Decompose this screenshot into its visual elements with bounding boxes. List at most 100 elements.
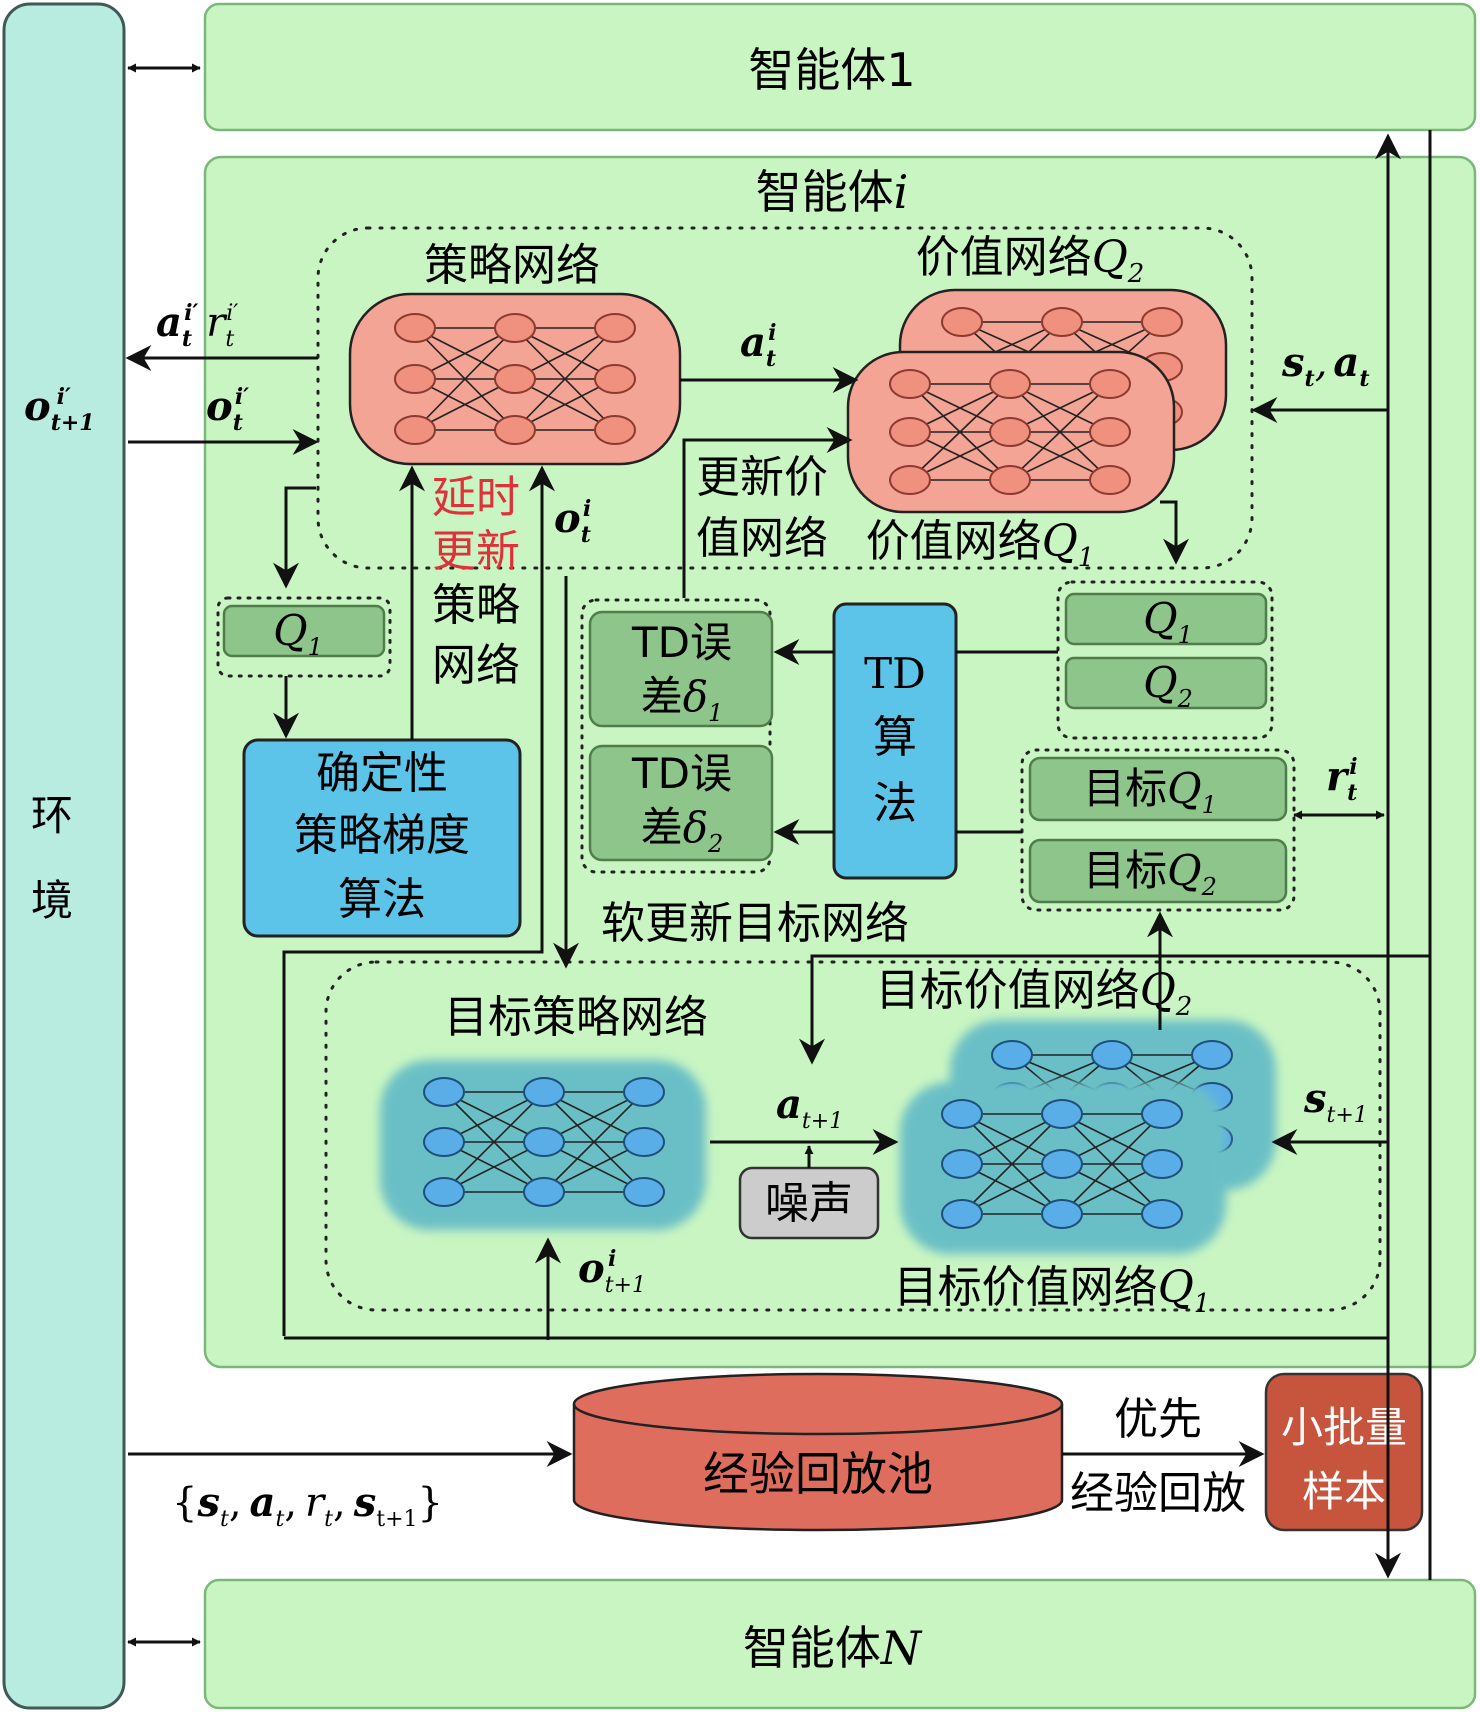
td-algorithm-line3: 法 [873, 778, 917, 829]
target-value-q1-graph [941, 1099, 1183, 1229]
value-network-q1-label: 价值网络Q1 [866, 516, 1095, 573]
q-pair-dotted-group [1056, 580, 1274, 740]
nn-node [941, 307, 983, 337]
nn-node [989, 465, 1031, 495]
nn-node [1041, 1199, 1083, 1229]
delayed-update-text-1: 延时 [432, 472, 520, 523]
q1-box-label: Q1 [273, 606, 323, 661]
dpg-algorithm-line1: 确定性 [316, 748, 448, 799]
nn-edge [1061, 1113, 1163, 1215]
nn-node [991, 1040, 1033, 1070]
nn-node [394, 415, 436, 445]
nn-node [594, 313, 636, 343]
env-next-observation-symbol: ot+1i′ [24, 383, 95, 436]
replay-pool-top [572, 1372, 1064, 1436]
nn-node [423, 1077, 465, 1107]
nn-node [1141, 1149, 1183, 1179]
nn-node [1089, 369, 1131, 399]
td-error-2-box [588, 744, 774, 862]
policy-network-label: 策略网络 [424, 240, 600, 291]
update-value-text-1: 更新价 [696, 452, 828, 503]
nn-node [1041, 1149, 1083, 1179]
nn-node [623, 1127, 665, 1157]
nn-node [1041, 307, 1083, 337]
agent-i-title: 智能体i [756, 165, 909, 219]
nn-node [523, 1077, 565, 1107]
value-network-q1-graph [889, 369, 1131, 495]
nn-node [889, 369, 931, 399]
nn-edge [414, 327, 516, 431]
policy-observation-symbol: oti [554, 495, 591, 548]
nn-node [623, 1077, 665, 1107]
replay-pool-cylinder [572, 1404, 1064, 1532]
delayed-update-text-2: 更新 [432, 526, 520, 577]
target-q2-label: 目标Q2 [1083, 846, 1217, 901]
q-pair-q2-box [1064, 656, 1268, 710]
nn-node [1141, 307, 1183, 337]
nn-node [1141, 1199, 1183, 1229]
nn-node [889, 465, 931, 495]
td-error-1-box [588, 610, 774, 728]
agent-n-panel [203, 1578, 1477, 1710]
nn-node [889, 417, 931, 447]
state-action-symbol: st,at [1281, 339, 1370, 392]
nn-node [1089, 417, 1131, 447]
td-error-2-line2: 差δ2 [641, 803, 724, 858]
nn-node [423, 1127, 465, 1157]
policy-network-graph [394, 313, 636, 445]
agent-1-panel [203, 2, 1477, 132]
replay-pool-label: 经验回放池 [703, 1447, 933, 1501]
mini-batch-box [1264, 1372, 1424, 1532]
td-algorithm-line1: TD [864, 649, 926, 698]
transition-tuple-symbol: {st,at,rt,st+1} [172, 1479, 443, 1532]
nn-node [494, 364, 536, 394]
delayed-update-text-3: 策略 [432, 580, 520, 631]
q-pair-q1-box [1064, 592, 1268, 646]
nn-edge [1009, 383, 1111, 481]
nn-node [494, 415, 536, 445]
nn-node [1089, 465, 1131, 495]
environment-label-2: 境 [31, 876, 73, 925]
nn-node [594, 415, 636, 445]
next-state-symbol: st+1 [1303, 1075, 1368, 1128]
target-q1-label: 目标Q1 [1083, 764, 1217, 819]
state-to-next-action-arrow [799, 954, 1430, 1065]
mini-batch-line2: 样本 [1302, 1467, 1386, 1516]
nn-node [1091, 1040, 1133, 1070]
target-value-q2-label: 目标价值网络Q2 [876, 965, 1193, 1022]
nn-node [1041, 1099, 1083, 1129]
target-policy-graph [423, 1077, 665, 1207]
nn-node [989, 417, 1031, 447]
nn-edge [961, 1113, 1063, 1215]
policy-action-symbol: ati [740, 319, 776, 372]
dpg-algorithm-line2: 策略梯度 [294, 810, 470, 861]
policy-to-q1-arrow [273, 486, 316, 589]
soft-update-label: 软更新目标网络 [601, 898, 909, 949]
td-error-2-line1: TD误 [631, 749, 732, 798]
nn-node [1141, 1099, 1183, 1129]
dpg-algorithm-box [242, 738, 522, 938]
q-pair-q1-label: Q1 [1143, 594, 1193, 649]
nn-node [941, 1099, 983, 1129]
observation-symbol: oti′ [206, 383, 249, 436]
nn-node [1191, 1040, 1233, 1070]
nn-edge [543, 1091, 645, 1193]
nn-edge [909, 383, 1011, 481]
target-observation-symbol: ot+1i [578, 1245, 646, 1298]
nn-node [423, 1177, 465, 1207]
noise-label: 噪声 [765, 1178, 853, 1229]
nn-edge [514, 327, 616, 431]
td-error-1-line1: TD误 [631, 618, 732, 667]
nn-edge [443, 1091, 545, 1193]
update-value-text-2: 值网络 [696, 513, 828, 564]
priority-replay-line1: 优先 [1114, 1394, 1202, 1445]
q-pair-q2-label: Q2 [1143, 658, 1193, 713]
environment-panel [2, 2, 126, 1710]
td-algorithm-line2: 算 [873, 712, 917, 763]
target-q2-box [1028, 838, 1288, 904]
connections [125, 63, 1432, 1647]
q1-box [222, 604, 386, 658]
reward-symbol: rti [1326, 753, 1358, 806]
target-to-policy-loop [282, 465, 555, 1336]
update-value-arrow [682, 427, 853, 598]
